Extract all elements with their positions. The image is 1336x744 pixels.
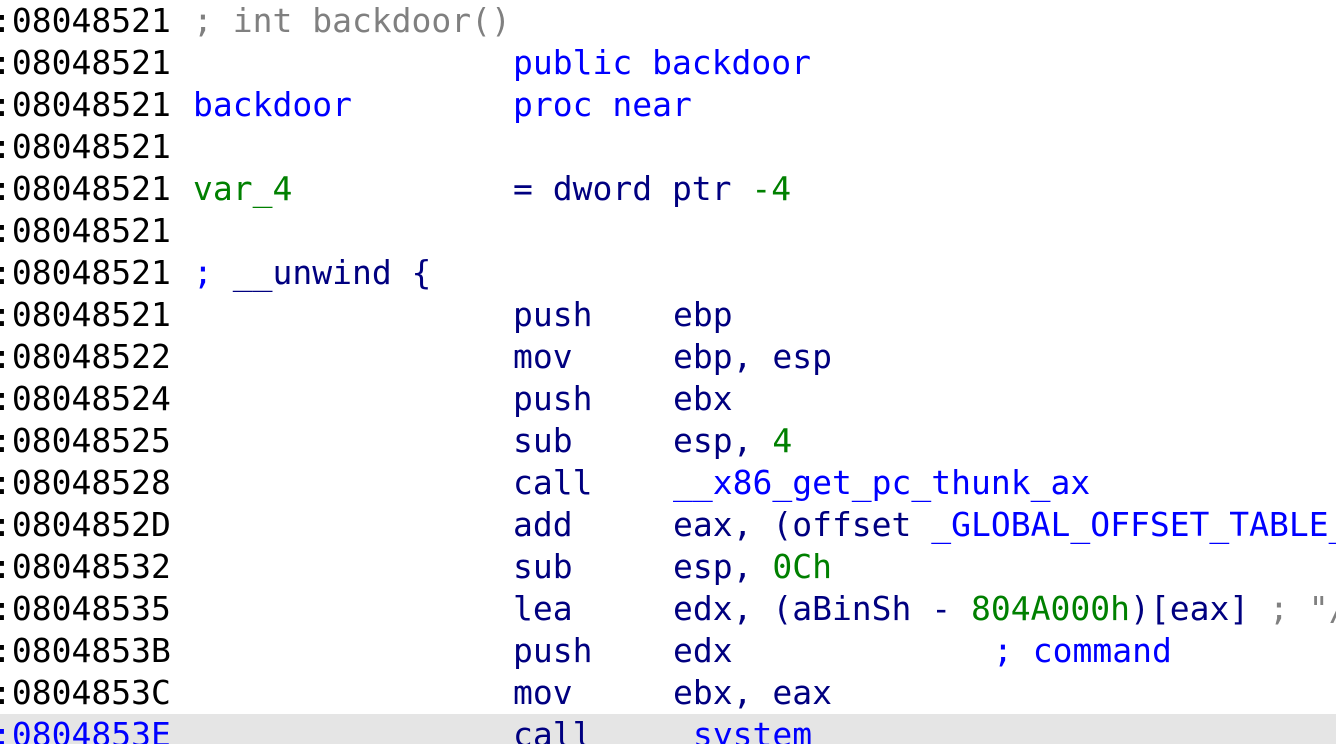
listing-line[interactable]: :08048522 mov ebp, esp	[0, 336, 1336, 378]
stack-variable-label[interactable]: var_4	[193, 169, 293, 208]
address: :08048521	[0, 295, 171, 334]
address: :08048528	[0, 463, 171, 502]
listing-line[interactable]: :08048532 sub esp, 0Ch	[0, 546, 1336, 588]
operand-register: esp,	[673, 547, 773, 586]
mnemonic: push	[513, 295, 593, 334]
mnemonic: add	[513, 505, 573, 544]
unwind-text: __unwind {	[232, 253, 432, 292]
function-signature-comment: ; int backdoor()	[193, 1, 511, 40]
mnemonic: call	[513, 463, 593, 502]
operand-text: edx, (aBinSh -	[673, 589, 972, 628]
call-target-name[interactable]: _system	[673, 715, 813, 744]
function-label[interactable]: backdoor	[193, 85, 352, 124]
operand: esp, 4	[673, 420, 792, 462]
mnemonic: push	[513, 379, 593, 418]
address: :08048521	[0, 211, 171, 250]
mnemonic: call	[513, 715, 593, 744]
address: :08048535	[0, 589, 171, 628]
call-target-name[interactable]: __x86_get_pc_thunk_ax	[673, 463, 1091, 502]
listing-line[interactable]: :08048521 ; int backdoor()	[0, 0, 1336, 42]
mnemonic: sub	[513, 421, 573, 460]
address: :08048521	[0, 127, 171, 166]
public-directive: public backdoor	[513, 43, 812, 82]
listing-line[interactable]: :0804853C mov ebx, eax	[0, 672, 1336, 714]
operand: esp, 0Ch	[673, 546, 832, 588]
operand: ebx	[673, 379, 733, 418]
operand: ebp, esp	[673, 337, 832, 376]
address: :08048521	[0, 1, 171, 40]
argument-comment: ; command	[993, 631, 1172, 670]
got-symbol-name[interactable]: _GLOBAL_OFFSET_TABLE_	[931, 505, 1336, 544]
address: :08048521	[0, 253, 171, 292]
operand-text: )[eax]	[1129, 589, 1270, 628]
listing-line[interactable]: :0804852D add eax, (offset _GLOBAL_OFFSE…	[0, 504, 1336, 546]
definition-offset: -4	[751, 169, 792, 208]
mnemonic: mov	[513, 337, 573, 376]
listing-line[interactable]: :08048521	[0, 126, 1336, 168]
mnemonic: lea	[513, 589, 573, 628]
address: :0804853B	[0, 631, 171, 670]
listing-line[interactable]: :08048521	[0, 210, 1336, 252]
operand: edx	[673, 631, 733, 670]
listing-line[interactable]: :0804853B push edx ; command	[0, 630, 1336, 672]
address: :08048521	[0, 85, 171, 124]
mnemonic: mov	[513, 673, 573, 712]
operand-immediate: 804A000h	[971, 589, 1130, 628]
stack-variable-definition: = dword ptr -4	[513, 168, 791, 210]
operand: ebx, eax	[673, 673, 832, 712]
listing-line[interactable]: :08048521 push ebp	[0, 294, 1336, 336]
operand: ebp	[673, 295, 733, 334]
listing-line[interactable]: :08048521 public backdoor	[0, 42, 1336, 84]
address: :0804853C	[0, 673, 171, 712]
address: :08048522	[0, 337, 171, 376]
unwind-comment: ; __unwind {	[193, 252, 431, 294]
listing-line[interactable]: :08048525 sub esp, 4	[0, 420, 1336, 462]
listing-line-current[interactable]: :0804853E call _system	[0, 714, 1336, 744]
operand-immediate: 0Ch	[772, 547, 832, 586]
operand-immediate: 4	[772, 421, 793, 460]
address: :0804853E	[0, 715, 171, 744]
address: :08048521	[0, 43, 171, 82]
listing-line[interactable]: :08048528 call __x86_get_pc_thunk_ax	[0, 462, 1336, 504]
listing-line[interactable]: :08048521 backdoor proc near	[0, 84, 1336, 126]
operand: eax, (offset _GLOBAL_OFFSET_TABLE_	[673, 504, 1336, 546]
definition-type: = dword ptr	[513, 169, 752, 208]
operand: edx, (aBinSh - 804A000h)[eax] ; "/	[673, 588, 1336, 630]
string-comment: ; "/	[1269, 589, 1336, 628]
listing-line[interactable]: :08048521 var_4 = dword ptr -4	[0, 168, 1336, 210]
address: :0804852D	[0, 505, 171, 544]
listing-line[interactable]: :08048524 push ebx	[0, 378, 1336, 420]
mnemonic: push	[513, 631, 593, 670]
mnemonic: sub	[513, 547, 573, 586]
address: :08048521	[0, 169, 171, 208]
proc-directive: proc near	[513, 85, 692, 124]
address: :08048532	[0, 547, 171, 586]
operand-register: esp,	[673, 421, 773, 460]
listing-line[interactable]: :08048535 lea edx, (aBinSh - 804A000h)[e…	[0, 588, 1336, 630]
comment-marker: ;	[193, 253, 233, 292]
operand-text: eax, (offset	[673, 505, 932, 544]
address: :08048524	[0, 379, 171, 418]
address: :08048525	[0, 421, 171, 460]
listing-line[interactable]: :08048521 ; __unwind {	[0, 252, 1336, 294]
